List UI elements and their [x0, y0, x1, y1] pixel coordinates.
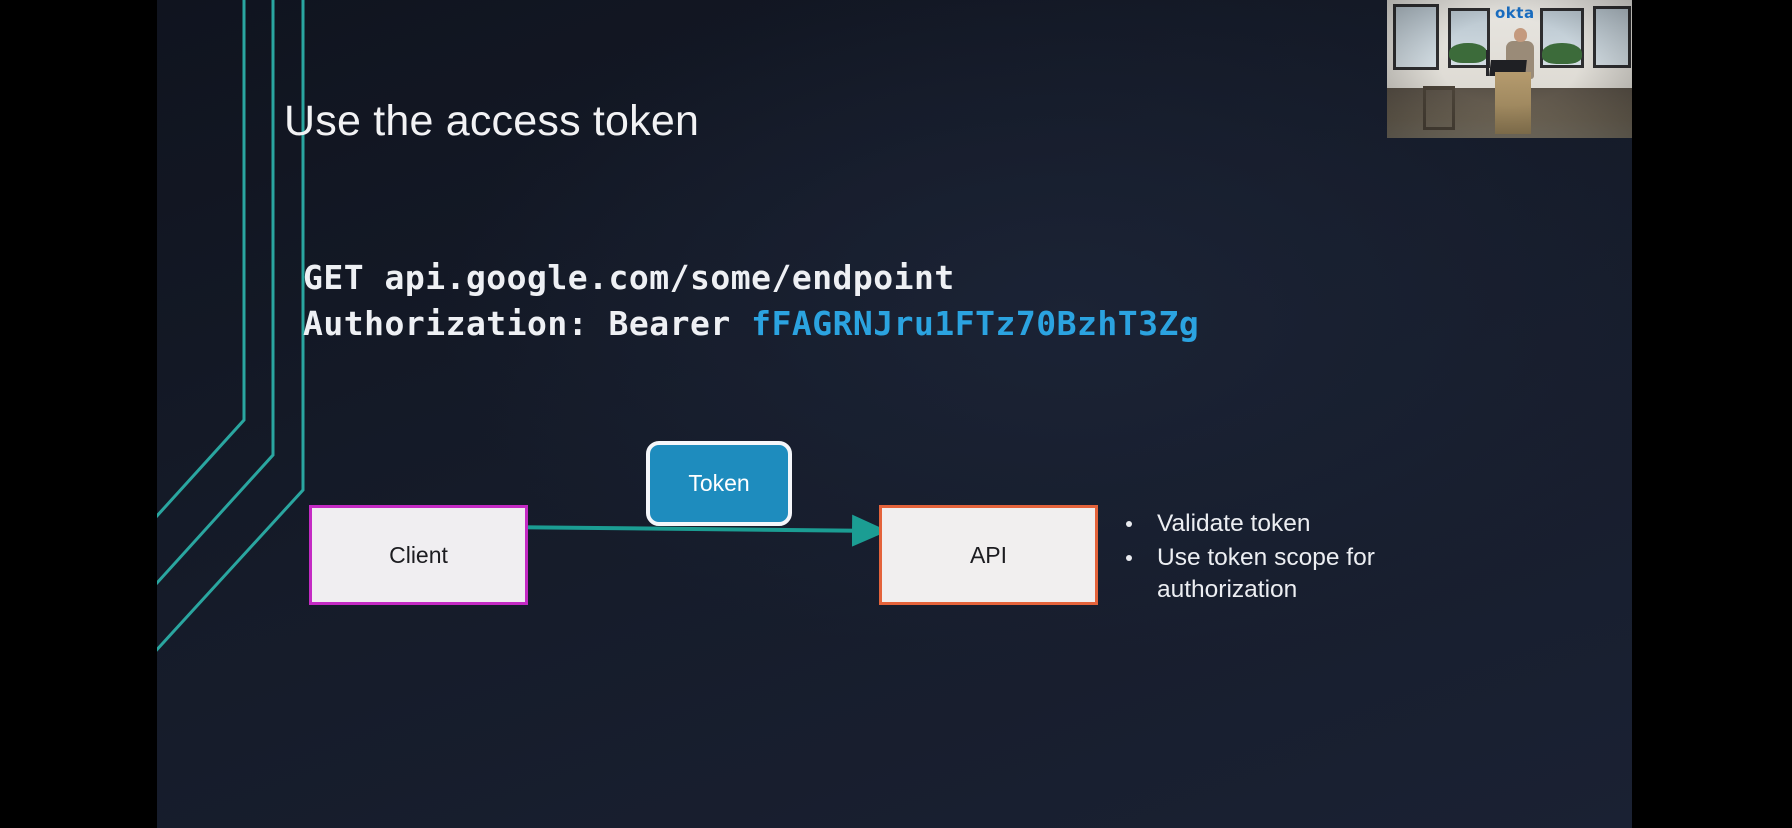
diagram-node-token-label: Token	[688, 470, 750, 496]
bullet-list: Validate token Use token scope for autho…	[1115, 508, 1515, 606]
access-token-value: fFAGRNJru1FTz70BzhT3Zg	[751, 304, 1200, 343]
code-line-authorization-prefix: Authorization: Bearer	[303, 304, 752, 343]
video-vignette	[1387, 0, 1632, 138]
plant-icon	[1449, 43, 1487, 63]
window-icon	[1393, 4, 1439, 70]
podium-icon	[1495, 72, 1531, 134]
presentation-slide: Use the access token GET api.google.com/…	[157, 0, 1632, 828]
list-item: Use token scope for authorization	[1115, 542, 1515, 606]
diagram-node-client-label: Client	[389, 541, 448, 568]
okta-logo: okta	[1495, 4, 1535, 22]
slide-title: Use the access token	[284, 97, 700, 145]
diagram-node-api[interactable]: API	[879, 505, 1098, 605]
list-item: Validate token	[1115, 508, 1515, 540]
api-responsibilities-list: Validate token Use token scope for autho…	[1115, 508, 1515, 608]
speaker-head	[1514, 28, 1527, 42]
diagram-node-client[interactable]: Client	[309, 505, 528, 605]
code-line-request: GET api.google.com/some/endpoint	[303, 258, 955, 297]
window-icon	[1593, 6, 1631, 68]
diagram-node-token[interactable]: Token	[646, 441, 792, 526]
plant-icon	[1542, 43, 1582, 64]
speaker-video-overlay[interactable]: okta	[1387, 0, 1632, 138]
http-request-code-block: GET api.google.com/some/endpoint Authori…	[303, 255, 1199, 347]
microphone-icon	[1486, 50, 1489, 76]
stool-icon	[1423, 86, 1455, 130]
diagram-node-api-label: API	[969, 541, 1008, 568]
